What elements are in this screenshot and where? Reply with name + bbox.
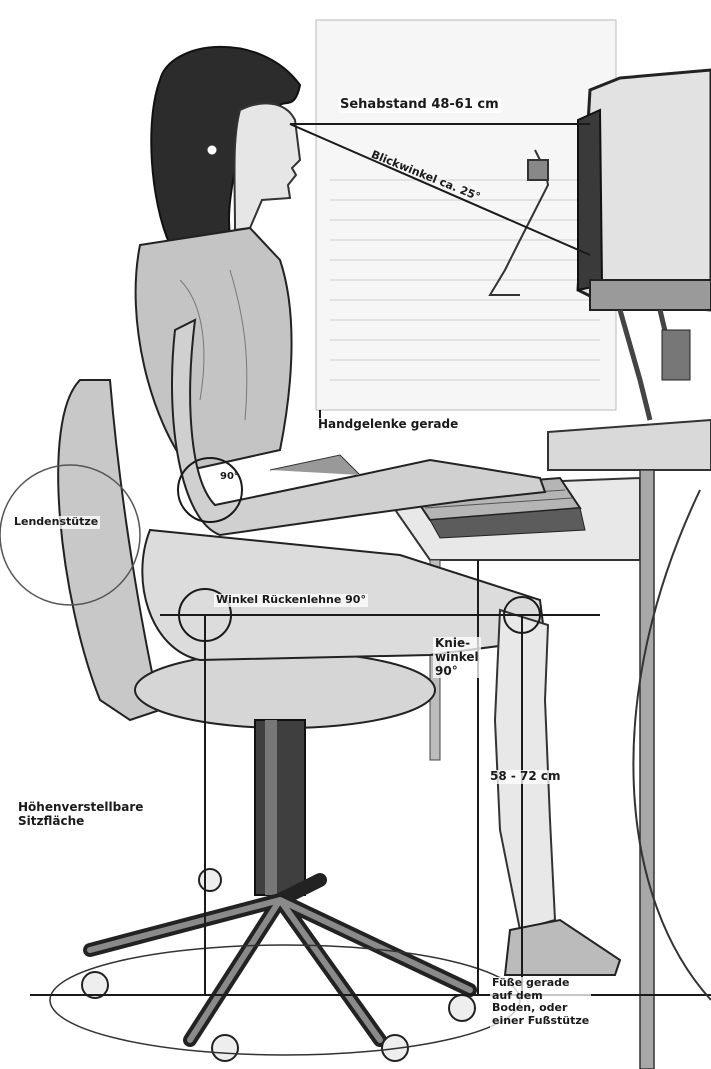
elbow-angle-label: 90°: [218, 471, 241, 483]
lumbar-support-label: Lendenstütze: [12, 516, 100, 529]
view-distance-label: Sehabstand 48-61 cm: [338, 98, 501, 113]
table-height-label: 58 - 72 cm: [488, 770, 563, 784]
knee-angle-label: Knie- winkel 90°: [433, 637, 481, 678]
wrists-label: Handgelenke gerade: [316, 418, 460, 432]
window-blinds: [316, 20, 616, 410]
seat-height-label: Höhenverstellbare Sitzfläche: [16, 801, 145, 829]
feet-position-label: Füße gerade auf dem Boden, oder einer Fu…: [490, 977, 591, 1028]
backrest-angle-label: Winkel Rückenlehne 90°: [214, 594, 368, 607]
